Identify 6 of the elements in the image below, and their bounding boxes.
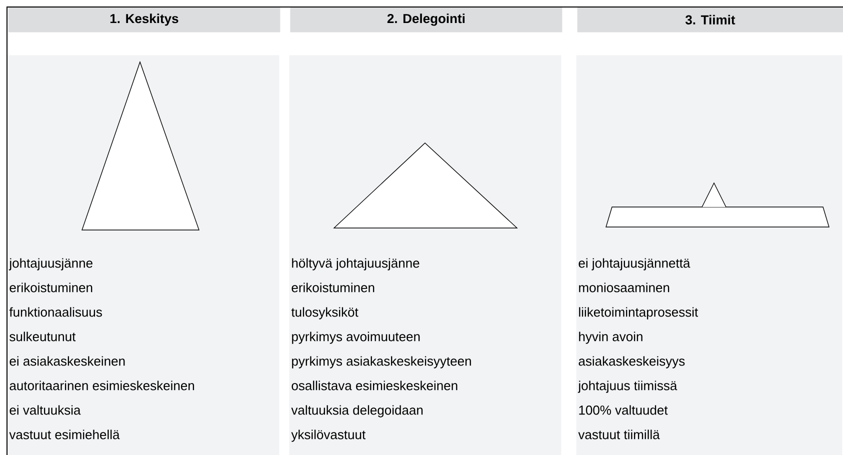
column-header: 1. Keskitys [8,7,280,32]
column-panel: höltyvä johtajuusjänne erikoistuminen tulosyksiköt pyrkimys avoimuuteen pyrkimys asiakaskeskeisyyteen osallistava esimieskeskeinen valtuuksia delegoidaan yksilövastuut [289,55,562,455]
column-panel: johtajuusjänne erikoistuminen funktionaalisuus sulkeutunut ei asiakaskeskeinen autoritaarinen esimieskeskeinen ei valtuuksia vastuut esimiehellä [7,55,280,455]
column-header: 2. Delegointi [290,7,562,32]
column-header: 3. Tiimit [577,7,843,32]
column-panel: ei johtajuusjännettä moniosaaminen liiketoimintaprosessit hyvin avoin asiakaskeskeisyys johtajuus tiimissä 100% valtuudet vastuut tiimillä [576,55,842,455]
